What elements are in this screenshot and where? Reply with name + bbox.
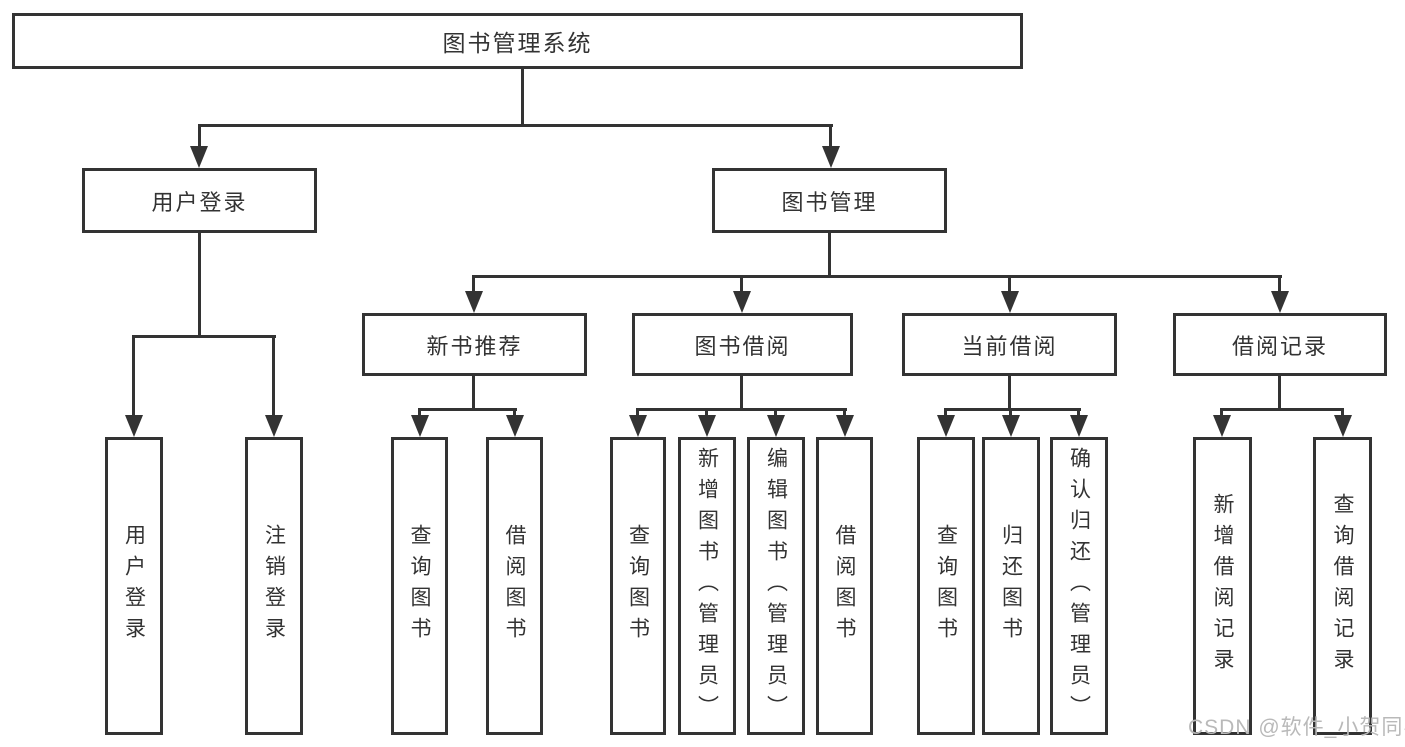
connector-arrow-icon bbox=[629, 415, 647, 437]
connector-line bbox=[1008, 376, 1011, 411]
connector-line bbox=[774, 411, 777, 417]
connector-arrow-icon bbox=[1002, 415, 1020, 437]
connector-line bbox=[513, 411, 516, 417]
node-current-borrow: 当前借阅 bbox=[902, 313, 1117, 376]
connector-line bbox=[472, 275, 1282, 278]
leaf-nbr-query-books: 查询图书 bbox=[391, 437, 448, 735]
leaf-label: 查询图书 bbox=[934, 524, 958, 648]
leaf-label: 新增借阅记录 bbox=[1211, 493, 1234, 679]
node-label: 图书借阅 bbox=[694, 333, 791, 359]
connector-line bbox=[828, 233, 831, 278]
connector-line bbox=[636, 411, 639, 417]
node-label: 借阅记录 bbox=[1231, 333, 1328, 359]
leaf-label: 确认归还（管理员） bbox=[1067, 446, 1091, 726]
connector-line bbox=[472, 376, 475, 411]
connector-arrow-icon bbox=[1001, 291, 1019, 313]
connector-line bbox=[705, 411, 708, 417]
node-book-borrow: 图书借阅 bbox=[632, 313, 853, 376]
connector-line bbox=[829, 127, 832, 148]
connector-line bbox=[132, 335, 276, 338]
connector-line bbox=[418, 411, 421, 417]
connector-arrow-icon bbox=[733, 291, 751, 313]
leaf-label: 查询图书 bbox=[626, 524, 650, 648]
connector-arrow-icon bbox=[125, 415, 143, 437]
connector-arrow-icon bbox=[767, 415, 785, 437]
connector-arrow-icon bbox=[506, 415, 524, 437]
connector-line bbox=[1341, 411, 1344, 417]
connector-arrow-icon bbox=[1070, 415, 1088, 437]
node-label: 新书推荐 bbox=[426, 333, 523, 359]
leaf-label: 用户登录 bbox=[122, 524, 146, 648]
leaf-br-query-record: 查询借阅记录 bbox=[1313, 437, 1372, 735]
connector-line bbox=[1220, 411, 1223, 417]
watermark: CSDN @软件_小贺同学 bbox=[1188, 716, 1405, 739]
node-user-login: 用户登录 bbox=[82, 168, 317, 233]
leaf-label: 查询借阅记录 bbox=[1331, 493, 1354, 679]
connector-line bbox=[1220, 408, 1344, 411]
connector-line bbox=[1278, 376, 1281, 411]
leaf-cb-confirm-return-admin: 确认归还（管理员） bbox=[1050, 437, 1108, 735]
leaf-label: 编辑图书（管理员） bbox=[764, 446, 788, 726]
leaf-bb-edit-books-admin: 编辑图书（管理员） bbox=[747, 437, 805, 735]
leaf-label: 借阅图书 bbox=[503, 524, 526, 648]
leaf-label: 借阅图书 bbox=[833, 524, 856, 648]
leaf-label: 注销登录 bbox=[262, 524, 286, 648]
connector-line bbox=[1077, 411, 1080, 417]
node-new-book-recommend: 新书推荐 bbox=[362, 313, 587, 376]
connector-arrow-icon bbox=[465, 291, 483, 313]
leaf-cb-query-books: 查询图书 bbox=[917, 437, 975, 735]
leaf-bb-add-books-admin: 新增图书（管理员） bbox=[678, 437, 736, 735]
leaf-cb-return-books: 归还图书 bbox=[982, 437, 1040, 735]
node-library-management-system: 图书管理系统 bbox=[12, 13, 1023, 69]
node-label: 用户登录 bbox=[151, 189, 248, 215]
connector-line bbox=[944, 411, 947, 417]
connector-line bbox=[1008, 278, 1011, 293]
leaf-br-add-record: 新增借阅记录 bbox=[1193, 437, 1252, 735]
connector-arrow-icon bbox=[1213, 415, 1231, 437]
connector-line bbox=[198, 127, 201, 148]
connector-arrow-icon bbox=[937, 415, 955, 437]
connector-line bbox=[418, 408, 517, 411]
connector-line bbox=[843, 411, 846, 417]
connector-line bbox=[740, 376, 743, 411]
node-book-management: 图书管理 bbox=[712, 168, 947, 233]
connector-line bbox=[636, 408, 847, 411]
leaf-nbr-borrow-books: 借阅图书 bbox=[486, 437, 543, 735]
connector-line bbox=[740, 278, 743, 293]
connector-arrow-icon bbox=[698, 415, 716, 437]
node-label: 图书管理 bbox=[781, 189, 878, 215]
connector-arrow-icon bbox=[411, 415, 429, 437]
node-label: 当前借阅 bbox=[961, 333, 1058, 359]
connector-arrow-icon bbox=[265, 415, 283, 437]
connector-line bbox=[198, 124, 833, 127]
connector-arrow-icon bbox=[1271, 291, 1289, 313]
leaf-label: 新增图书（管理员） bbox=[695, 446, 719, 726]
leaf-bb-query-books: 查询图书 bbox=[610, 437, 666, 735]
leaf-label: 查询图书 bbox=[408, 524, 431, 648]
connector-arrow-icon bbox=[190, 146, 208, 168]
connector-line bbox=[472, 278, 475, 293]
connector-line bbox=[944, 408, 1081, 411]
connector-arrow-icon bbox=[836, 415, 854, 437]
connector-line bbox=[272, 338, 275, 416]
connector-arrow-icon bbox=[1334, 415, 1352, 437]
connector-arrow-icon bbox=[822, 146, 840, 168]
leaf-bb-borrow-books: 借阅图书 bbox=[816, 437, 873, 735]
connector-line bbox=[198, 233, 201, 338]
node-borrow-records: 借阅记录 bbox=[1173, 313, 1387, 376]
connector-line bbox=[1278, 278, 1281, 293]
leaf-user-login: 用户登录 bbox=[105, 437, 163, 735]
connector-line bbox=[132, 338, 135, 416]
leaf-label: 归还图书 bbox=[999, 524, 1023, 648]
leaf-logout: 注销登录 bbox=[245, 437, 303, 735]
node-label: 图书管理系统 bbox=[442, 30, 593, 56]
connector-line bbox=[1009, 411, 1012, 417]
connector-line bbox=[521, 68, 524, 127]
